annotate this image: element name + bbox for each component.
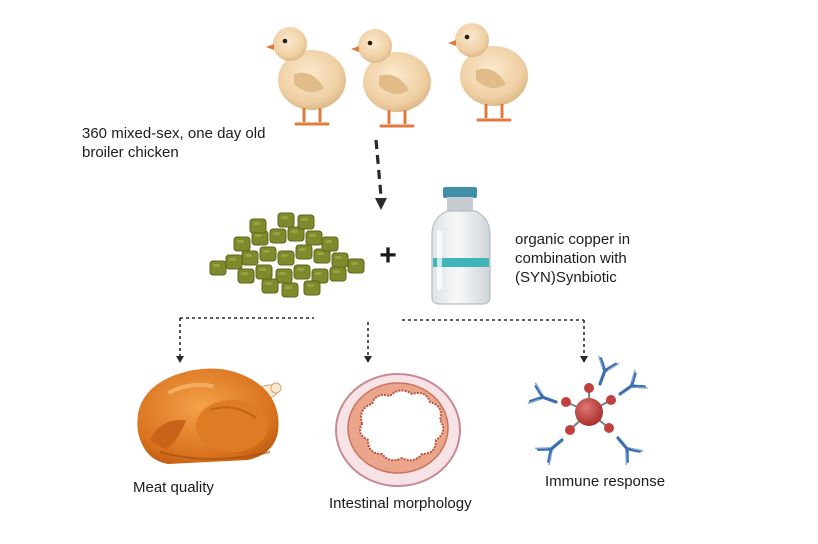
plus-sign: + [379, 239, 397, 272]
feed-pellets-icon [209, 212, 365, 298]
roast-chicken-icon [137, 368, 282, 464]
antibody-antigen-icon [526, 354, 650, 467]
intestine-cross-section-icon [335, 373, 461, 487]
meat-quality-label: Meat quality [133, 479, 214, 496]
immune-response-label: Immune response [545, 473, 666, 490]
arrow-chicks-to-feed [374, 139, 387, 210]
vial-icon [431, 187, 491, 305]
supplement-label: organic copper in combination with (SYN)… [515, 231, 631, 286]
branch-arrowheads [176, 356, 588, 363]
chick-icon [264, 21, 530, 128]
intestinal-morphology-label: Intestinal morphology [329, 495, 472, 512]
branch-arrows [179, 317, 585, 356]
chicks-label: 360 mixed-sex, one day old broiler chick… [82, 125, 266, 161]
